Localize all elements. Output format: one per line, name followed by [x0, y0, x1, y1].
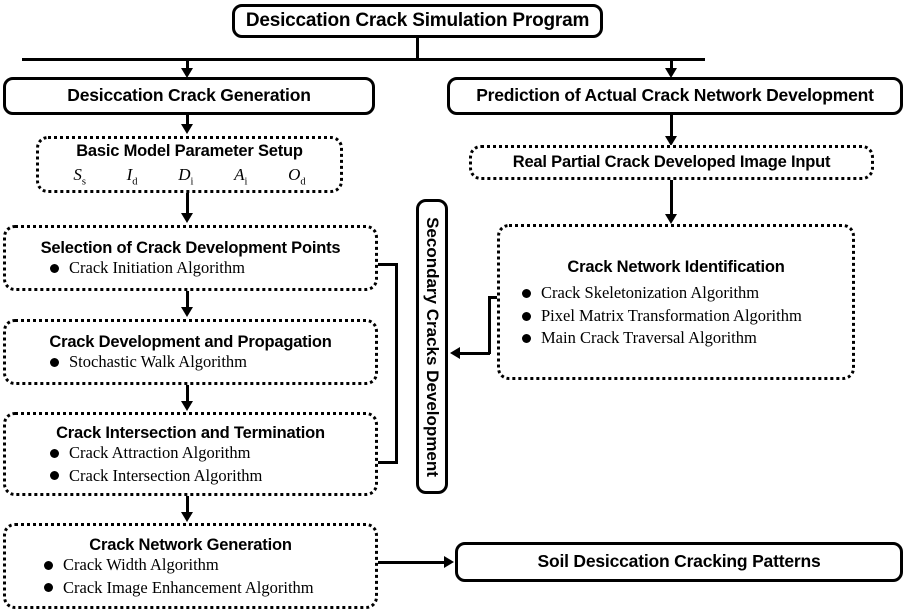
- node-secondary-cracks-development[interactable]: Secondary Cracks Development: [416, 199, 448, 494]
- node-selection-crack-development-points[interactable]: Selection of Crack Development Points Cr…: [3, 225, 378, 291]
- list-item-label: Crack Width Algorithm: [63, 555, 219, 575]
- node-secondary-cracks-development-label: Secondary Cracks Development: [423, 216, 442, 477]
- bullet-dot-icon: [50, 358, 59, 368]
- node-desiccation-crack-generation[interactable]: Desiccation Crack Generation: [3, 77, 375, 115]
- list-item-label: Crack Skeletonization Algorithm: [541, 283, 760, 303]
- bullet-dot-icon: [522, 289, 531, 299]
- list-item: Crack Skeletonization Algorithm: [522, 282, 852, 305]
- arrowhead-root-to-left: [181, 68, 193, 78]
- list-item: Crack Intersection Algorithm: [50, 465, 375, 488]
- node-crack-network-identification[interactable]: Crack Network Identification Crack Skele…: [497, 224, 855, 380]
- connector-left-header-to-params: [186, 115, 189, 127]
- bullet-dot-icon: [50, 471, 59, 481]
- node-crack-network-generation[interactable]: Crack Network Generation Crack Width Alg…: [3, 523, 378, 609]
- list-item: Crack Width Algorithm: [44, 554, 375, 577]
- node-crack-intersection-termination-label: Crack Intersection and Termination: [56, 423, 325, 442]
- arrowhead-development-to-intersection: [181, 401, 193, 411]
- list-item-label: Crack Initiation Algorithm: [69, 258, 245, 278]
- connector-input-to-identification: [670, 180, 673, 216]
- node-prediction-actual-crack-network-label: Prediction of Actual Crack Network Devel…: [476, 85, 874, 106]
- connector-identification-to-secondary-vertical: [488, 296, 491, 354]
- arrowhead-input-to-identification: [665, 214, 677, 224]
- arrowhead-right-header-to-input: [665, 136, 677, 146]
- node-basic-model-parameter-setup-label: Basic Model Parameter Setup: [76, 142, 303, 161]
- connector-feedback-vertical: [395, 263, 398, 464]
- arrowhead-left-header-to-params: [181, 124, 193, 134]
- parameter-symbol: Di: [178, 164, 194, 187]
- parameter-symbol-list: Ss Id Di Ai Od: [39, 165, 340, 187]
- list-item: Main Crack Traversal Algorithm: [522, 327, 852, 350]
- bullet-dot-icon: [44, 583, 53, 593]
- node-real-partial-crack-image-input-label: Real Partial Crack Developed Image Input: [512, 153, 831, 172]
- node-soil-desiccation-cracking-patterns-label: Soil Desiccation Cracking Patterns: [537, 551, 821, 572]
- node-selection-items: Crack Initiation Algorithm: [50, 257, 375, 280]
- node-crack-network-generation-label: Crack Network Generation: [89, 535, 292, 554]
- parameter-symbol: Id: [126, 164, 138, 187]
- node-crack-network-identification-label: Crack Network Identification: [567, 258, 785, 277]
- connector-feedback-bottom: [378, 461, 398, 464]
- list-item: Stochastic Walk Algorithm: [50, 351, 375, 374]
- list-item-label: Pixel Matrix Transformation Algorithm: [541, 305, 802, 325]
- bullet-dot-icon: [522, 311, 531, 321]
- connector-root-right-drop: [670, 58, 673, 70]
- arrowhead-networkgen-to-output: [444, 556, 454, 568]
- bullet-dot-icon: [44, 560, 53, 570]
- node-basic-model-parameter-setup[interactable]: Basic Model Parameter Setup Ss Id Di Ai Od: [36, 136, 343, 193]
- bullet-dot-icon: [50, 448, 59, 458]
- node-prediction-actual-crack-network[interactable]: Prediction of Actual Crack Network Devel…: [447, 77, 903, 115]
- arrowhead-root-to-right: [665, 68, 677, 78]
- connector-development-to-intersection: [186, 385, 189, 403]
- list-item-label: Crack Attraction Algorithm: [69, 443, 251, 463]
- bullet-dot-icon: [50, 264, 59, 274]
- node-crack-development-propagation[interactable]: Crack Development and Propagation Stocha…: [3, 319, 378, 385]
- connector-intersection-to-network-generation: [186, 496, 189, 514]
- connector-root-left-drop: [186, 58, 189, 70]
- arrowhead-intersection-to-network-generation: [181, 512, 193, 522]
- connector-feedback-top: [368, 263, 398, 266]
- node-selection-crack-development-points-label: Selection of Crack Development Points: [40, 239, 341, 258]
- node-root-program-label: Desiccation Crack Simulation Program: [245, 10, 590, 32]
- connector-params-to-selection: [186, 193, 189, 215]
- connector-root-split: [22, 58, 705, 61]
- list-item-label: Stochastic Walk Algorithm: [69, 352, 248, 372]
- arrowhead-identification-to-secondary: [450, 347, 460, 359]
- list-item-label: Crack Intersection Algorithm: [69, 465, 263, 485]
- arrowhead-selection-to-development: [181, 307, 193, 317]
- list-item-label: Main Crack Traversal Algorithm: [541, 328, 757, 348]
- connector-selection-to-development: [186, 291, 189, 309]
- node-root-program[interactable]: Desiccation Crack Simulation Program: [232, 4, 603, 38]
- connector-right-header-to-input: [670, 115, 673, 139]
- node-desiccation-crack-generation-label: Desiccation Crack Generation: [67, 85, 311, 106]
- node-crack-development-propagation-label: Crack Development and Propagation: [49, 333, 332, 352]
- parameter-symbol: Ai: [234, 164, 248, 187]
- parameter-symbol: Ss: [73, 164, 86, 187]
- bullet-dot-icon: [522, 334, 531, 344]
- node-crack-intersection-termination[interactable]: Crack Intersection and Termination Crack…: [3, 412, 378, 496]
- connector-networkgen-to-output: [378, 561, 446, 564]
- list-item: Pixel Matrix Transformation Algorithm: [522, 305, 852, 328]
- list-item: Crack Attraction Algorithm: [50, 442, 375, 465]
- node-development-items: Stochastic Walk Algorithm: [50, 351, 375, 374]
- connector-identification-to-secondary-bottom: [460, 352, 490, 355]
- node-soil-desiccation-cracking-patterns[interactable]: Soil Desiccation Cracking Patterns: [455, 542, 903, 582]
- list-item-label: Crack Image Enhancement Algorithm: [63, 577, 314, 597]
- list-item: Crack Image Enhancement Algorithm: [44, 577, 375, 600]
- parameter-symbol: Od: [288, 164, 306, 187]
- connector-root-stem: [416, 38, 419, 60]
- arrowhead-params-to-selection: [181, 213, 193, 223]
- list-item: Crack Initiation Algorithm: [50, 257, 375, 280]
- node-real-partial-crack-image-input[interactable]: Real Partial Crack Developed Image Input: [469, 145, 874, 180]
